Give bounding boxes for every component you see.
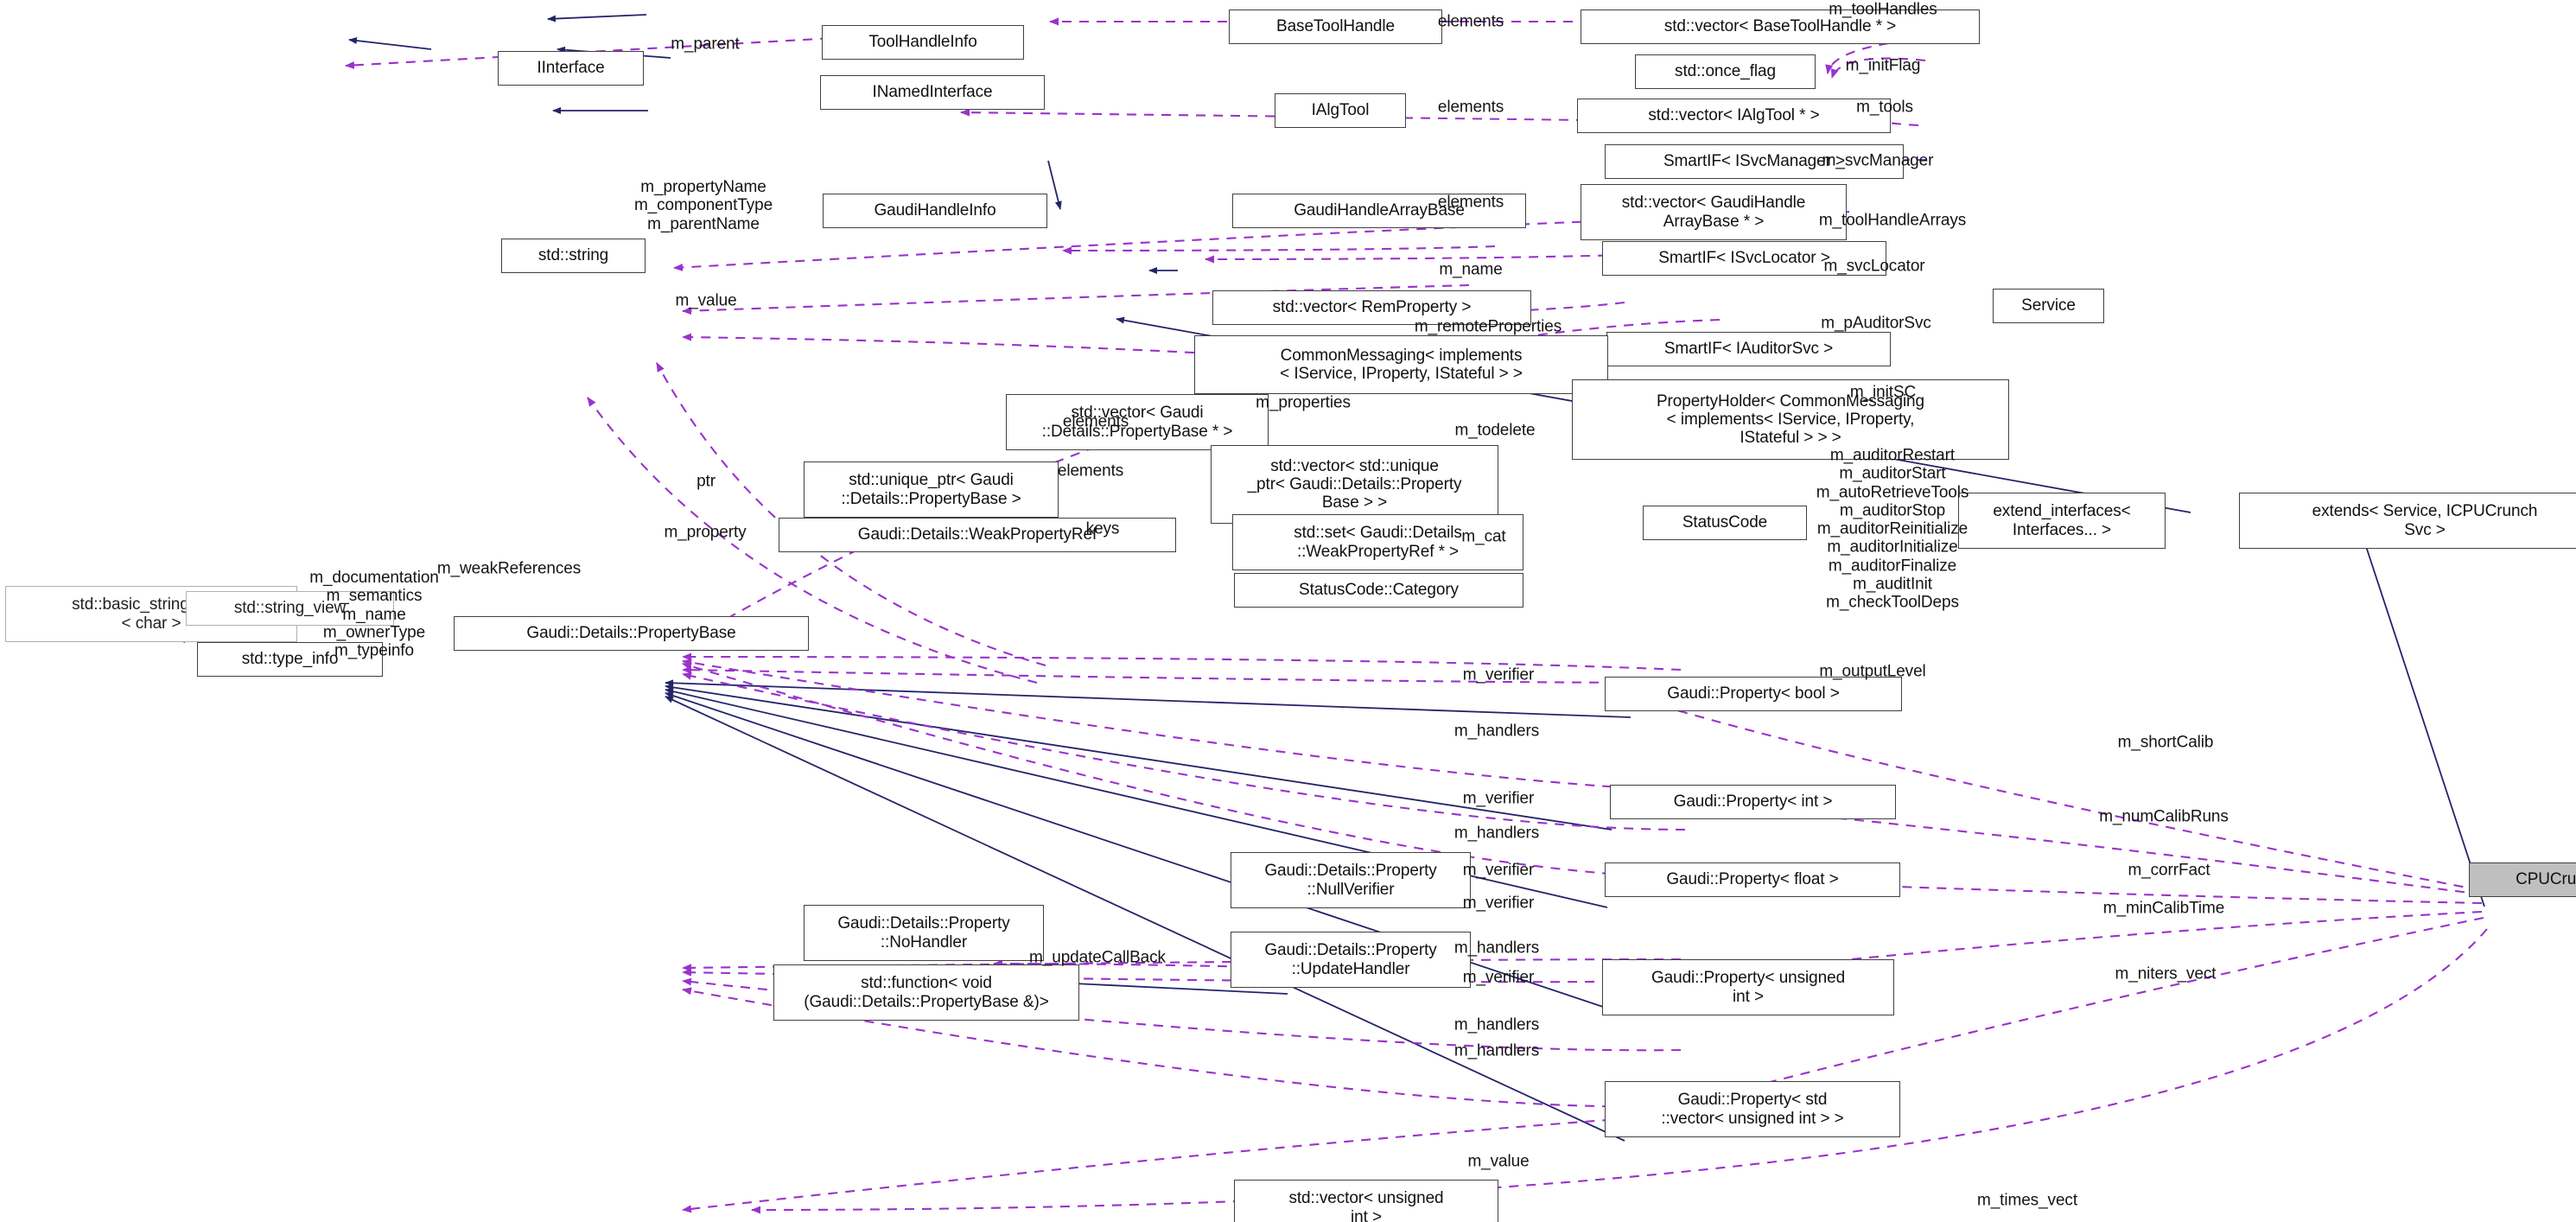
class-node-label: GaudiHandleArrayBase <box>1294 201 1465 220</box>
class-node-weakpropertyref[interactable]: Gaudi::Details::WeakPropertyRef <box>779 518 1176 552</box>
class-node-extends_service[interactable]: extends< Service, ICPUCrunch Svc > <box>2239 493 2576 549</box>
class-node-label: PropertyHolder< CommonMessaging < implem… <box>1656 391 1924 448</box>
class-node-label: std::set< Gaudi::Details ::WeakPropertyR… <box>1294 524 1462 561</box>
class-node-label: std::vector< Gaudi ::Details::PropertyBa… <box>1041 404 1233 441</box>
class-node-label: extend_interfaces< Interfaces... > <box>1993 502 2131 539</box>
class-node-smartif_iauditorsvc[interactable]: SmartIF< IAuditorSvc > <box>1606 332 1891 366</box>
class-node-property_bool[interactable]: Gaudi::Property< bool > <box>1605 677 1902 711</box>
class-node-label: Gaudi::Details::Property ::NullVerifier <box>1264 862 1437 899</box>
class-node-vec_basetoolhandle[interactable]: std::vector< BaseToolHandle * > <box>1581 10 1980 44</box>
class-node-label: BaseToolHandle <box>1276 17 1395 36</box>
class-node-label: ToolHandleInfo <box>868 33 977 52</box>
class-node-label: Gaudi::Property< bool > <box>1667 684 1840 703</box>
class-node-label: Gaudi::Details::PropertyBase <box>526 624 736 643</box>
class-node-vec_remproperty[interactable]: std::vector< RemProperty > <box>1212 290 1531 325</box>
class-node-property_vec_uint[interactable]: Gaudi::Property< std ::vector< unsigned … <box>1605 1081 1900 1137</box>
class-node-property_float[interactable]: Gaudi::Property< float > <box>1605 862 1900 897</box>
class-node-label: std::type_info <box>241 650 339 669</box>
class-node-label: std::vector< BaseToolHandle * > <box>1663 17 1897 36</box>
class-node-propertybase[interactable]: Gaudi::Details::PropertyBase <box>454 616 809 651</box>
class-node-label: std::unique_ptr< Gaudi ::Details::Proper… <box>841 471 1021 508</box>
class-node-label: std::string_view <box>233 599 347 618</box>
class-node-label: Gaudi::Property< int > <box>1673 792 1833 811</box>
class-node-label: StatusCode::Category <box>1299 581 1459 600</box>
class-node-smartif_isvclocator[interactable]: SmartIF< ISvcLocator > <box>1602 241 1886 276</box>
class-node-label: Gaudi::Property< unsigned int > <box>1651 969 1846 1006</box>
class-node-statuscode_category[interactable]: StatusCode::Category <box>1234 573 1523 608</box>
class-node-label: Service <box>2021 296 2076 315</box>
class-node-inamedinterface[interactable]: INamedInterface <box>820 75 1045 110</box>
class-node-vec_uint[interactable]: std::vector< unsigned int > <box>1234 1180 1498 1222</box>
class-node-label: StatusCode <box>1682 513 1768 532</box>
class-node-smartif_isvcmanager[interactable]: SmartIF< ISvcManager > <box>1605 144 1904 179</box>
class-node-extend_interfaces[interactable]: extend_interfaces< Interfaces... > <box>1958 493 2166 549</box>
class-node-std_function[interactable]: std::function< void (Gaudi::Details::Pro… <box>773 964 1079 1021</box>
class-node-nullverifier[interactable]: Gaudi::Details::Property ::NullVerifier <box>1231 852 1471 908</box>
class-node-label: GaudiHandleInfo <box>874 201 996 220</box>
class-node-label: SmartIF< ISvcManager > <box>1663 152 1846 171</box>
class-node-updatehandler[interactable]: Gaudi::Details::Property ::UpdateHandler <box>1231 932 1471 988</box>
class-node-label: Gaudi::Details::Property ::NoHandler <box>837 914 1010 952</box>
class-node-label: CommonMessaging< implements < IService, … <box>1280 346 1523 383</box>
class-node-label: Gaudi::Property< std ::vector< unsigned … <box>1661 1091 1844 1128</box>
class-node-basetoolhandle[interactable]: BaseToolHandle <box>1229 10 1442 44</box>
class-node-label: INamedInterface <box>872 83 993 102</box>
class-node-propertyholder[interactable]: PropertyHolder< CommonMessaging < implem… <box>1572 379 2009 460</box>
class-node-string_view[interactable]: std::string_view <box>186 591 394 626</box>
class-node-label: IInterface <box>537 59 605 78</box>
class-node-property_int[interactable]: Gaudi::Property< int > <box>1610 785 1896 819</box>
class-node-iinterface[interactable]: IInterface <box>498 51 644 86</box>
class-node-label: std::function< void (Gaudi::Details::Pro… <box>804 974 1049 1011</box>
class-node-label: std::vector< std::unique _ptr< Gaudi::De… <box>1247 456 1462 512</box>
class-node-statuscode[interactable]: StatusCode <box>1643 506 1807 540</box>
class-node-label: std::once_flag <box>1675 62 1776 81</box>
class-node-service[interactable]: Service <box>1993 289 2104 323</box>
class-node-gaudihandleinfo[interactable]: GaudiHandleInfo <box>823 194 1047 228</box>
class-node-once_flag[interactable]: std::once_flag <box>1635 54 1816 89</box>
class-node-label: SmartIF< IAuditorSvc > <box>1663 340 1834 359</box>
class-node-label: std::vector< RemProperty > <box>1272 298 1472 317</box>
class-node-vec_ialgtool[interactable]: std::vector< IAlgTool * > <box>1577 99 1891 133</box>
class-node-property_uint[interactable]: Gaudi::Property< unsigned int > <box>1602 959 1894 1015</box>
class-node-set_weakpropertyref[interactable]: std::set< Gaudi::Details ::WeakPropertyR… <box>1232 514 1523 570</box>
class-node-label: std::vector< unsigned int > <box>1288 1189 1444 1222</box>
class-node-gaudihandlearraybase[interactable]: GaudiHandleArrayBase <box>1232 194 1526 228</box>
class-node-label: Gaudi::Property< float > <box>1666 870 1839 889</box>
class-node-label: IAlgTool <box>1311 101 1370 120</box>
class-node-label: std::vector< IAlgTool * > <box>1648 106 1820 125</box>
class-node-uniqueptr_pb[interactable]: std::unique_ptr< Gaudi ::Details::Proper… <box>804 461 1059 518</box>
class-node-label: Gaudi::Details::WeakPropertyRef <box>857 525 1097 544</box>
class-node-ialgtool[interactable]: IAlgTool <box>1275 93 1406 128</box>
class-node-vec_gaudihandlearray[interactable]: std::vector< GaudiHandle ArrayBase * > <box>1581 184 1847 240</box>
class-node-label: std::vector< GaudiHandle ArrayBase * > <box>1621 194 1806 231</box>
class-node-commonmessaging[interactable]: CommonMessaging< implements < IService, … <box>1194 335 1608 394</box>
class-node-nohandler[interactable]: Gaudi::Details::Property ::NoHandler <box>804 905 1044 961</box>
class-node-label: Gaudi::Details::Property ::UpdateHandler <box>1264 941 1437 978</box>
class-node-label: std::string <box>537 246 609 265</box>
class-node-label: extends< Service, ICPUCrunch Svc > <box>2312 502 2538 539</box>
class-node-type_info[interactable]: std::type_info <box>197 642 383 677</box>
class-node-vec_propertybase_ptr[interactable]: std::vector< Gaudi ::Details::PropertyBa… <box>1006 394 1269 450</box>
class-node-toolhandleinfo[interactable]: ToolHandleInfo <box>822 25 1024 60</box>
class-node-std_string[interactable]: std::string <box>501 239 646 273</box>
class-node-label: SmartIF< ISvcLocator > <box>1658 249 1830 268</box>
class-node-vec_uniqueptr_pb[interactable]: std::vector< std::unique _ptr< Gaudi::De… <box>1211 445 1498 524</box>
